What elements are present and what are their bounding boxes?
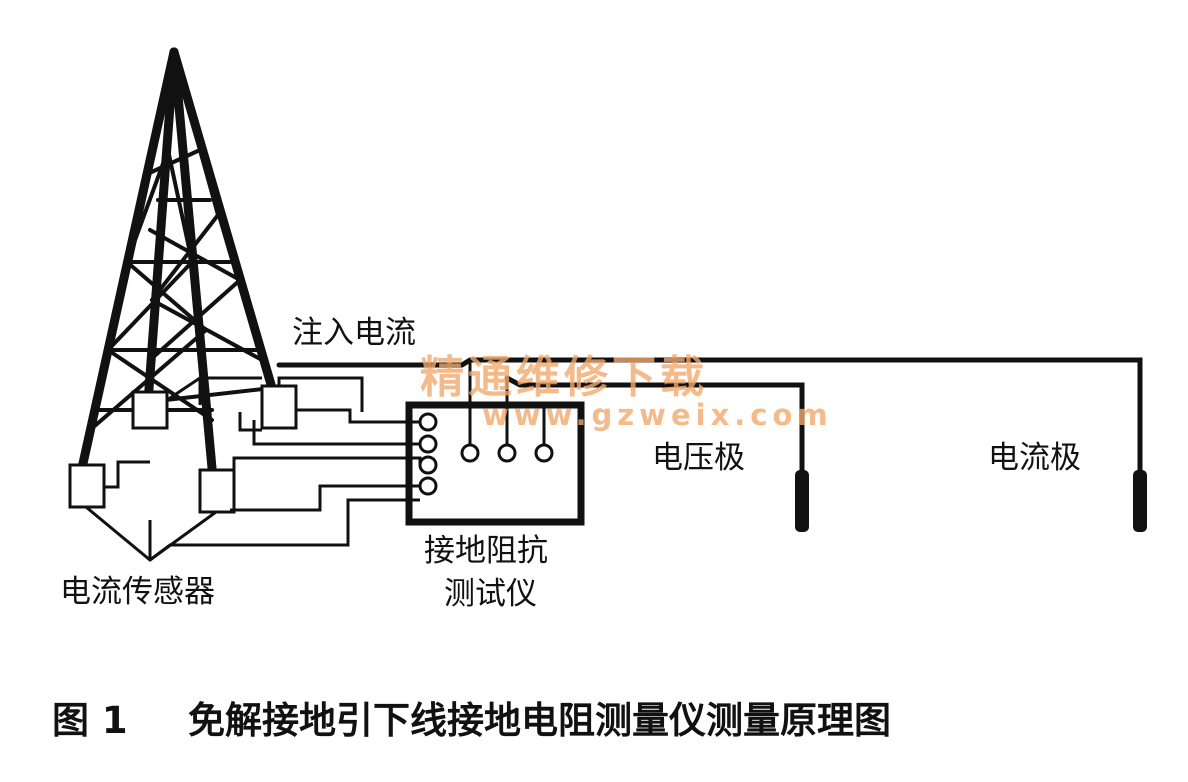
sensor-back-right xyxy=(260,384,298,430)
sensor-right-front xyxy=(198,468,236,514)
current-pole-rod xyxy=(1133,470,1147,532)
sensor-left-front xyxy=(68,463,106,509)
sensors xyxy=(68,384,298,514)
injection-wiring xyxy=(276,357,1143,473)
tower xyxy=(77,47,277,473)
label-current-sensor: 电流传感器 xyxy=(60,574,215,610)
sensor-leads xyxy=(85,505,217,562)
watermark-title: 精通维修下载 xyxy=(420,352,708,403)
watermark: 精通维修下载 www.gzweix.com xyxy=(420,352,833,432)
sensor-wiring xyxy=(104,376,422,562)
voltage-pole-rod xyxy=(795,470,809,532)
tester-top-terminals xyxy=(460,443,554,463)
caption-number: 图 1 xyxy=(52,699,128,742)
label-tester-line2: 测试仪 xyxy=(444,576,537,612)
watermark-url: www.gzweix.com xyxy=(482,398,833,432)
caption-text: 免解接地引下线接地电阻测量仪测量原理图 xyxy=(188,699,891,742)
ground-poles xyxy=(795,470,1147,532)
label-tester-line1: 接地阻抗 xyxy=(424,533,548,569)
label-voltage-pole: 电压极 xyxy=(652,440,745,476)
label-injected-current: 注入电流 xyxy=(292,315,416,351)
label-current-pole: 电流极 xyxy=(988,440,1081,476)
tester-box xyxy=(405,378,585,526)
sensor-back-left xyxy=(131,390,169,430)
